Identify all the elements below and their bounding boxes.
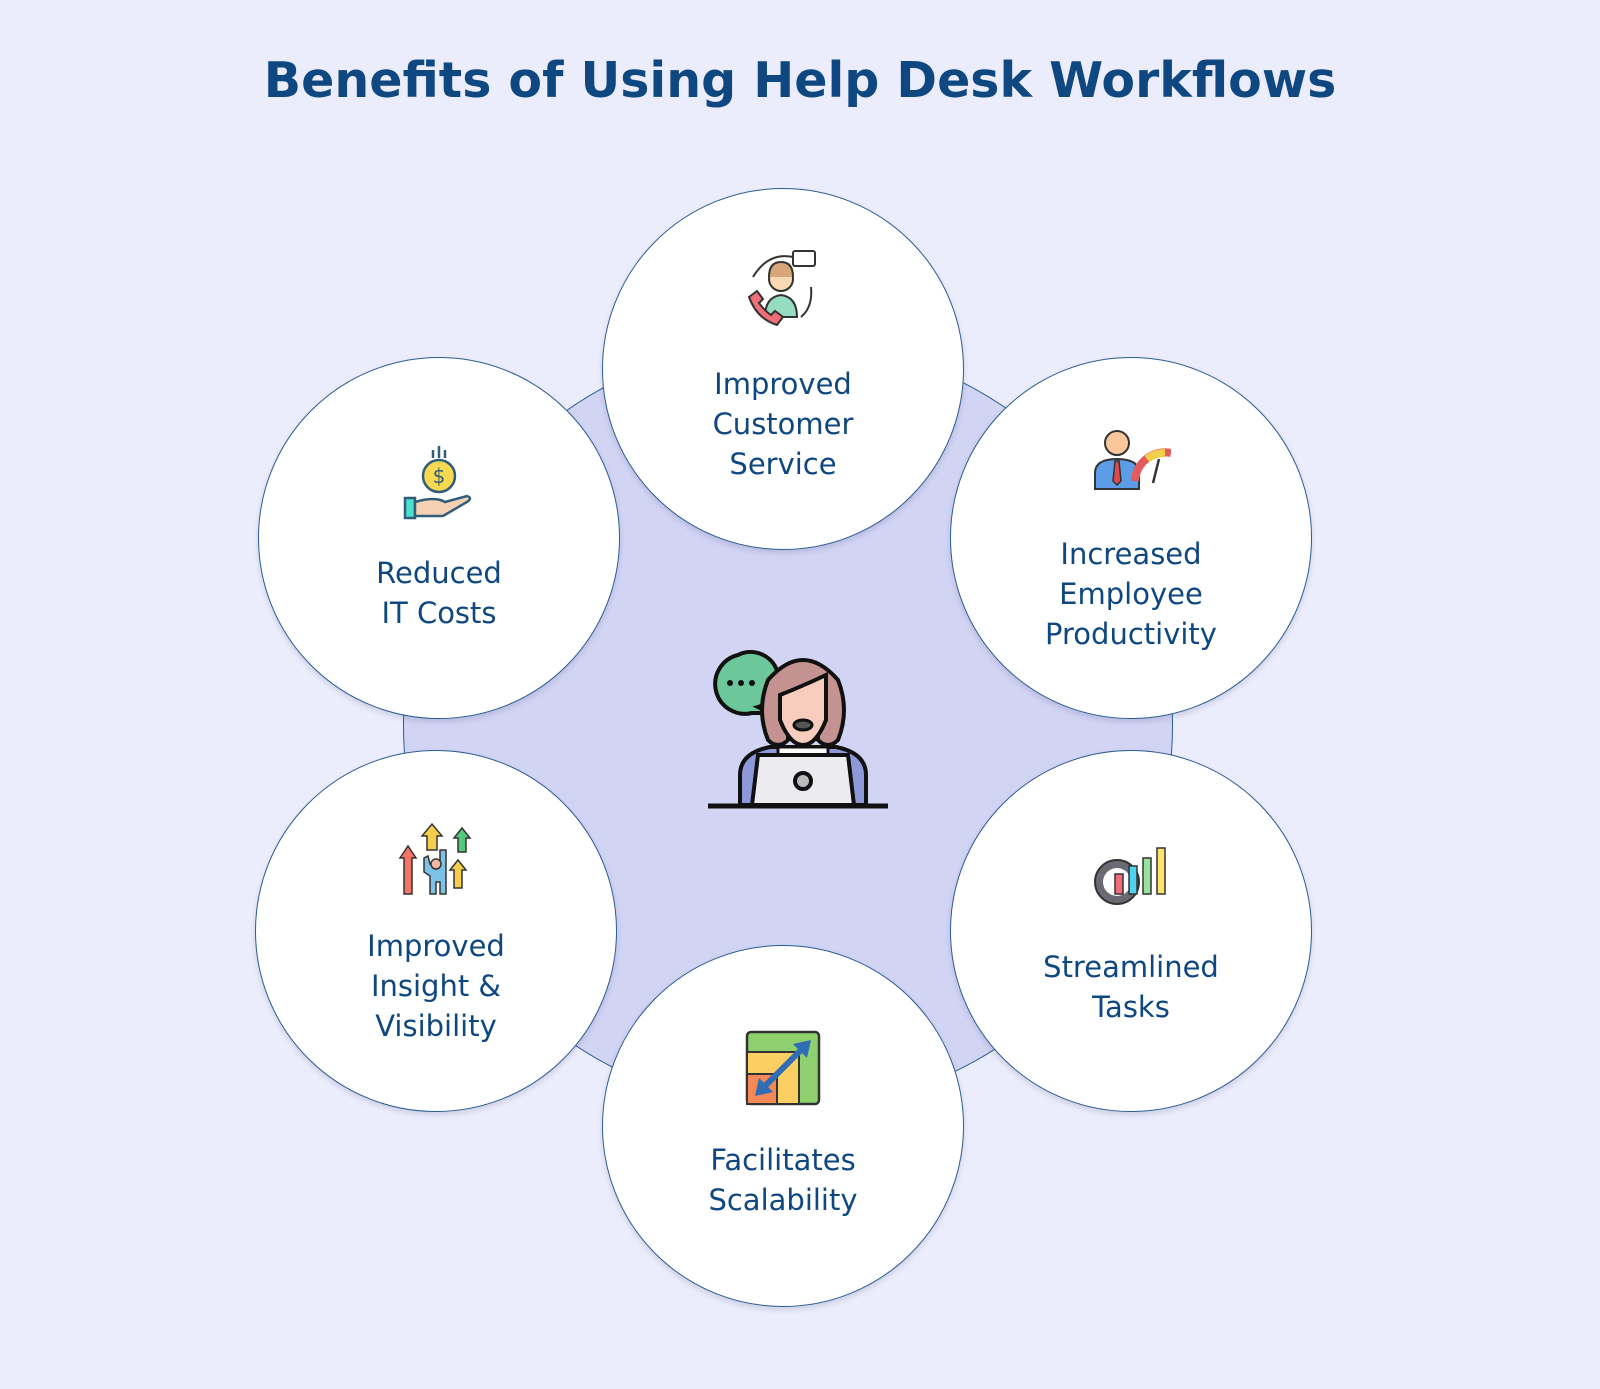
growth-arrows-person-icon (398, 822, 472, 895)
svg-text:$: $ (433, 464, 446, 488)
benefit-facilitates-scalability: Facilitates Scalability (602, 945, 964, 1307)
employee-performance-gauge-icon (1094, 430, 1171, 490)
benefit-reduced-it-costs: $ Reduced IT Costs (258, 357, 620, 719)
help-desk-agent-with-laptop-icon (708, 649, 888, 809)
hand-holding-coin-icon: $ (403, 446, 472, 520)
page-title: Benefits of Using Help Desk Workflows (263, 52, 1337, 109)
benefit-improved-insight-visibility: Improved Insight & Visibility (255, 750, 617, 1112)
benefit-label: Facilitates Scalability (708, 1143, 858, 1217)
benefit-label: Streamlined Tasks (1043, 950, 1219, 1024)
benefit-label: Improved Insight & Visibility (367, 929, 505, 1043)
resize-scale-arrow-icon (745, 1030, 821, 1106)
gear-bar-chart-icon (1094, 847, 1166, 905)
benefit-streamlined-tasks: Streamlined Tasks (950, 750, 1312, 1112)
benefit-label: Reduced IT Costs (376, 556, 502, 630)
customer-support-call-icon (747, 250, 816, 327)
benefit-increased-employee-productivity: Increased Employee Productivity (950, 357, 1312, 719)
benefit-label: Increased Employee Productivity (1045, 537, 1217, 651)
benefit-label: Improved Customer Service (712, 367, 854, 481)
benefit-improved-customer-service: Improved Customer Service (602, 188, 964, 550)
